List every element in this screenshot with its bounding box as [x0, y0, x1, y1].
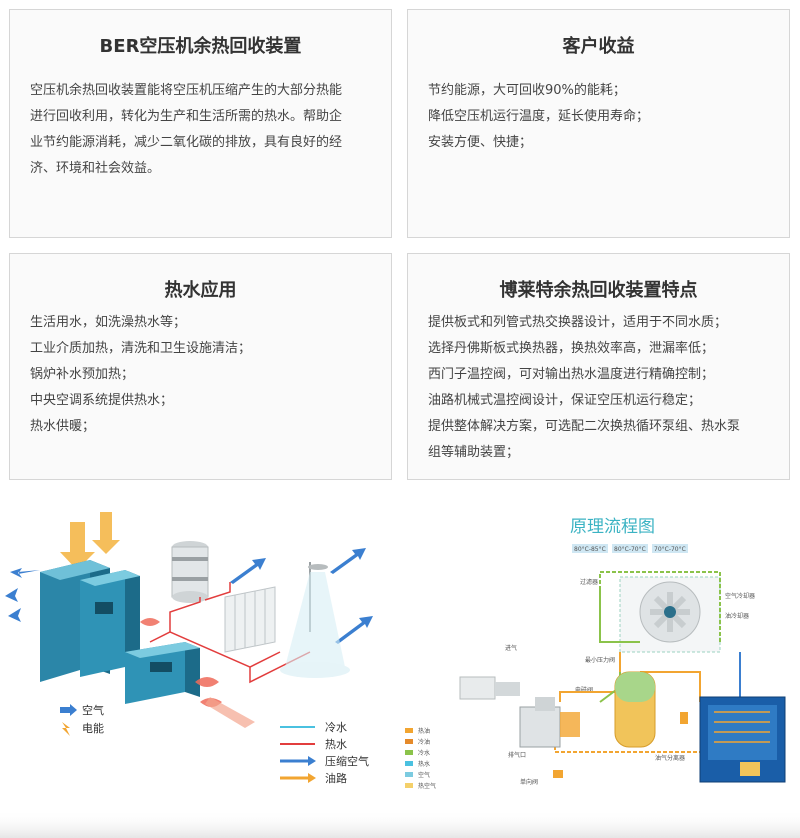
- cooler: [619, 576, 721, 653]
- flow-label: 进气: [505, 644, 517, 652]
- oil-separator: [614, 671, 656, 748]
- legend-label: 热水: [325, 738, 347, 751]
- card-body: 空压机余热回收装置能将空压机压缩产生的大部分热能 进行回收利用，转化为生产和生活…: [30, 78, 375, 182]
- electric-arrow-icon: [62, 722, 70, 736]
- flow-label: 单向阀: [520, 778, 538, 786]
- flow-tag: 70°C-70°C: [654, 546, 686, 553]
- card-line: 组等辅助装置；: [428, 445, 520, 460]
- card-body: 提供板式和列管式热交换器设计，适用于不同水质； 选择丹佛斯板式换热器，换热效率高…: [428, 310, 775, 466]
- flow-label: 最小压力阀: [585, 656, 615, 664]
- legend-label: 压缩空气: [325, 754, 369, 768]
- card-line: 空压机余热回收装置能将空压机压缩产生的大部分热能: [30, 83, 343, 98]
- swatch-label: 热油: [418, 727, 430, 735]
- card-line: 济、环境和社会效益。: [30, 161, 161, 176]
- flow-pipes: [554, 571, 741, 753]
- air-arrow-icon: [60, 704, 77, 716]
- info-card-device: BER空压机余热回收装置 空压机余热回收装置能将空压机压缩产生的大部分热能 进行…: [9, 9, 392, 238]
- swatch-label: 热水: [418, 760, 430, 768]
- flow-label: 过滤器: [580, 578, 598, 586]
- swatch-label: 冷油: [418, 738, 430, 746]
- air-arrow-icon: [230, 548, 373, 644]
- card-line: 锅炉补水预加热；: [30, 367, 135, 382]
- small-legend: 空气 电能: [60, 703, 104, 736]
- card-line: 生活用水，如洗澡热水等；: [30, 315, 187, 330]
- flow-label: 油冷却器: [725, 612, 749, 620]
- legend-label: 油路: [325, 771, 347, 785]
- card-line: 提供板式和列管式热交换器设计，适用于不同水质；: [428, 315, 728, 330]
- water-tank: [171, 541, 209, 603]
- card-line: 安装方便、快捷；: [428, 135, 533, 150]
- flow-tag: 80°C-85°C: [574, 546, 606, 553]
- info-card-features: 博莱特余热回收装置特点 提供板式和列管式热交换器设计，适用于不同水质； 选择丹佛…: [407, 253, 790, 480]
- swatch-label: 冷水: [418, 749, 430, 757]
- flow-diagram: 原理流程图 80°C-85°C 80°C-70°C 70°C-70°C 空气冷却…: [459, 517, 786, 786]
- info-card-benefit: 客户收益 节约能源，大可回收90%的能耗； 降低空压机运行温度，延长使用寿命； …: [407, 9, 790, 238]
- illustration-area: 空气 电能 冷水 热水 压缩空气 油路 热油 冷油 冷水: [0, 512, 800, 838]
- legend-label: 冷水: [325, 721, 347, 734]
- card-line: 降低空压机运行温度，延长使用寿命；: [428, 109, 650, 124]
- card-line: 热水供暖；: [30, 419, 96, 434]
- shower: [280, 562, 350, 678]
- flow-label: 电磁阀: [575, 686, 593, 694]
- card-title: BER空压机余热回收装置: [99, 36, 302, 57]
- card-line: 业节约能源消耗，减少二氧化碳的排放，具有良好的经: [30, 135, 343, 150]
- legend-label: 电能: [82, 721, 104, 735]
- swatch-label: 热空气: [418, 782, 436, 790]
- card-title: 博莱特余热回收装置特点: [499, 280, 698, 301]
- flow-title: 原理流程图: [570, 517, 655, 537]
- bottom-shadow: [0, 810, 800, 838]
- air-arrow-icon: [5, 568, 44, 622]
- card-body: 节约能源，大可回收90%的能耗； 降低空压机运行温度，延长使用寿命； 安装方便、…: [428, 78, 775, 156]
- card-line: 油路机械式温控阀设计，保证空压机运行稳定；: [428, 393, 702, 408]
- swatch-legend: 热油 冷油 冷水 热水 空气 热空气: [405, 727, 436, 790]
- swatch-label: 空气: [418, 771, 430, 779]
- flow-tag: 80°C-70°C: [614, 546, 646, 553]
- card-line: 选择丹佛斯板式换热器，换热效率高，泄漏率低；: [428, 341, 715, 356]
- flow-tags: 80°C-85°C 80°C-70°C 70°C-70°C: [572, 544, 688, 553]
- card-title: 客户收益: [562, 36, 635, 57]
- card-line: 西门子温控阀，可对输出热水温度进行精确控制；: [428, 367, 715, 382]
- flow-label: 油气分离器: [655, 754, 685, 762]
- compressor-unit: [125, 642, 200, 704]
- card-line: 提供整体解决方案，可选配二次换热循环泵组、热水泵: [428, 419, 741, 434]
- valve-icon: [553, 712, 688, 778]
- card-title: 热水应用: [164, 280, 237, 301]
- air-arrow-icon: [60, 512, 120, 570]
- card-line: 进行回收利用，转化为生产和生活所需的热水。帮助企: [30, 109, 343, 124]
- info-card-application: 热水应用 生活用水，如洗澡热水等； 工业介质加热，清洗和卫生设施清洁； 锅炉补水…: [9, 253, 392, 480]
- air-end: [519, 697, 580, 748]
- flow-label: 空气冷却器: [725, 592, 755, 600]
- card-line: 节约能源，大可回收90%的能耗；: [428, 83, 626, 98]
- legend-label: 空气: [82, 703, 104, 717]
- card-line: 工业介质加热，清洗和卫生设施清洁；: [30, 341, 252, 356]
- card-line: 中央空调系统提供热水；: [30, 393, 174, 408]
- heat-recovery-unit: [699, 696, 786, 783]
- line-legend: 冷水 热水 压缩空气 油路: [280, 721, 369, 785]
- air-filter: [459, 676, 520, 700]
- compressor-unit: [40, 560, 140, 682]
- card-body: 生活用水，如洗澡热水等； 工业介质加热，清洗和卫生设施清洁； 锅炉补水预加热； …: [30, 310, 377, 440]
- hot-air-icon: [140, 618, 222, 707]
- heat-recovery-illustration: 空气 电能 冷水 热水 压缩空气 油路 热油 冷油 冷水: [5, 512, 436, 790]
- radiator: [224, 586, 276, 653]
- flow-label: 排气口: [508, 751, 526, 759]
